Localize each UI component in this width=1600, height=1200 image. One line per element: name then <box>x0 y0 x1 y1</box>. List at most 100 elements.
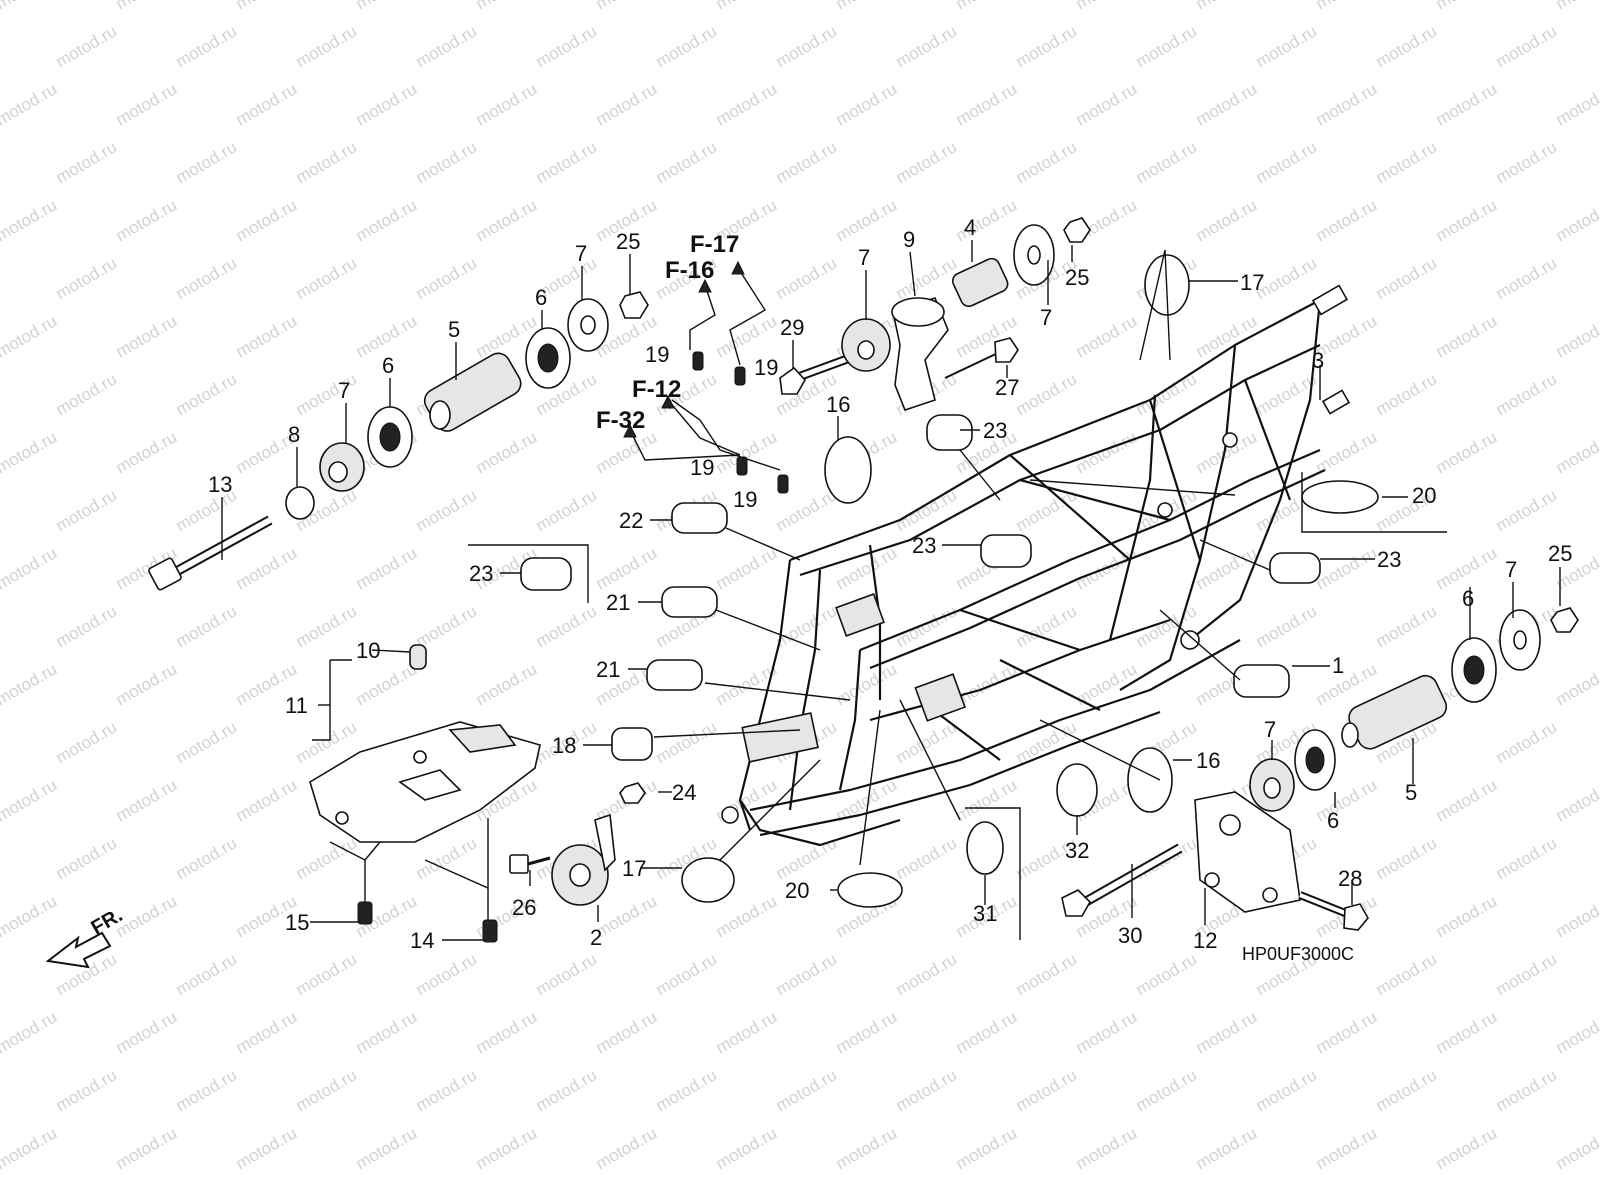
watermark-layer: motod.ru motod.ru motod.ru motod.ru motod.ru… <box>0 0 1600 1173</box>
watermark-text: motod.ru <box>0 543 60 593</box>
clamp-parts <box>520 254 1379 908</box>
watermark-text: motod.ru <box>173 21 241 71</box>
watermark-text: motod.ru <box>173 253 241 303</box>
callout-14: 14 <box>410 928 434 953</box>
watermark-text: motod.ru <box>593 891 661 941</box>
watermark-text: motod.ru <box>1313 195 1381 245</box>
collar-8 <box>285 486 315 520</box>
watermark-text: motod.ru <box>1493 1065 1561 1115</box>
callout-20: 20 <box>1412 483 1436 508</box>
callout-17: 17 <box>1240 270 1264 295</box>
watermark-text: motod.ru <box>173 601 241 651</box>
watermark-text: motod.ru <box>1073 311 1141 361</box>
watermark-text: motod.ru <box>1073 1123 1141 1173</box>
callout-23: 23 <box>912 533 936 558</box>
bracket-9 <box>891 297 949 411</box>
callout-31: 31 <box>973 901 997 926</box>
watermark-text: motod.ru <box>53 369 121 419</box>
nut-24 <box>619 782 646 804</box>
watermark-text: motod.ru <box>1133 1065 1201 1115</box>
watermark-text: motod.ru <box>593 543 661 593</box>
watermark-text: motod.ru <box>1433 891 1501 941</box>
watermark-text: motod.ru <box>893 485 961 535</box>
watermark-text: motod.ru <box>473 79 541 129</box>
watermark-text: motod.ru <box>0 659 60 709</box>
watermark-text: motod.ru <box>413 949 481 999</box>
watermark-text: motod.ru <box>1313 79 1381 129</box>
watermark-text: motod.ru <box>293 137 361 187</box>
callout-16: 16 <box>1196 748 1220 773</box>
callout-6: 6 <box>382 353 394 378</box>
watermark-text: motod.ru <box>113 659 181 709</box>
watermark-text: motod.ru <box>1553 775 1600 825</box>
watermark-text: motod.ru <box>1013 369 1081 419</box>
watermark-text: motod.ru <box>113 79 181 129</box>
watermark-text: motod.ru <box>1493 485 1561 535</box>
callout-7: 7 <box>1040 305 1052 330</box>
nut-25a <box>619 291 649 319</box>
watermark-text: motod.ru <box>1313 543 1381 593</box>
bearing-6c <box>1451 637 1497 703</box>
watermark-text: motod.ru <box>1253 601 1321 651</box>
watermark-text: motod.ru <box>1013 949 1081 999</box>
callout-19: 19 <box>690 455 714 480</box>
bolt-28 <box>1298 891 1369 931</box>
watermark-text: motod.ru <box>1553 1007 1600 1057</box>
callout-12: 12 <box>1193 928 1217 953</box>
watermark-text: motod.ru <box>413 21 481 71</box>
watermark-text: motod.ru <box>893 717 961 767</box>
watermark-text: motod.ru <box>1253 21 1321 71</box>
watermark-text: motod.ru <box>1493 717 1561 767</box>
watermark-text: motod.ru <box>1073 0 1141 13</box>
watermark-text: motod.ru <box>773 949 841 999</box>
watermark-text: motod.ru <box>1433 195 1501 245</box>
watermark-text: motod.ru <box>473 1007 541 1057</box>
callout-18: 18 <box>552 733 576 758</box>
callout-21: 21 <box>596 657 620 682</box>
watermark-text: motod.ru <box>533 601 601 651</box>
callout-16: 16 <box>826 392 850 417</box>
watermark-text: motod.ru <box>113 427 181 477</box>
watermark-text: motod.ru <box>113 775 181 825</box>
watermark-text: motod.ru <box>1433 1007 1501 1057</box>
watermark-text: motod.ru <box>113 195 181 245</box>
watermark-text: motod.ru <box>53 833 121 883</box>
watermark-text: motod.ru <box>1433 0 1501 13</box>
watermark-text: motod.ru <box>233 543 301 593</box>
watermark-text: motod.ru <box>233 775 301 825</box>
watermark-text: motod.ru <box>53 601 121 651</box>
callout-1: 1 <box>1332 653 1344 678</box>
watermark-text: motod.ru <box>1373 369 1441 419</box>
callout-6: 6 <box>1462 586 1474 611</box>
watermark-text: motod.ru <box>953 195 1021 245</box>
callout-28: 28 <box>1338 866 1362 891</box>
watermark-text: motod.ru <box>0 79 60 129</box>
watermark-text: motod.ru <box>1553 195 1600 245</box>
watermark-text: motod.ru <box>113 1123 181 1173</box>
watermark-text: motod.ru <box>1013 601 1081 651</box>
callout-25: 25 <box>616 229 640 254</box>
callout-13: 13 <box>208 472 232 497</box>
callout-23: 23 <box>469 561 493 586</box>
watermark-text: motod.ru <box>0 1123 60 1173</box>
watermark-text: motod.ru <box>1073 427 1141 477</box>
watermark-text: motod.ru <box>293 601 361 651</box>
watermark-text: motod.ru <box>953 775 1021 825</box>
watermark-text: motod.ru <box>113 891 181 941</box>
watermark-text: motod.ru <box>1073 1007 1141 1057</box>
watermark-text: motod.ru <box>1373 833 1441 883</box>
watermark-text: motod.ru <box>653 137 721 187</box>
watermark-text: motod.ru <box>713 79 781 129</box>
watermark-text: motod.ru <box>1013 137 1081 187</box>
callout-numbers: 13 8 7 6 5 6 7 25 19 19 19 19 29 7 9 4 7… <box>208 215 1572 953</box>
watermark-text: motod.ru <box>473 427 541 477</box>
callout-7: 7 <box>338 378 350 403</box>
watermark-text: motod.ru <box>0 195 60 245</box>
nut-25b <box>1063 217 1091 243</box>
callout-6: 6 <box>1327 808 1339 833</box>
callout-24: 24 <box>672 780 696 805</box>
callout-29: 29 <box>780 315 804 340</box>
watermark-text: motod.ru <box>293 949 361 999</box>
watermark-text: motod.ru <box>1553 1123 1600 1173</box>
watermark-text: motod.ru <box>173 949 241 999</box>
